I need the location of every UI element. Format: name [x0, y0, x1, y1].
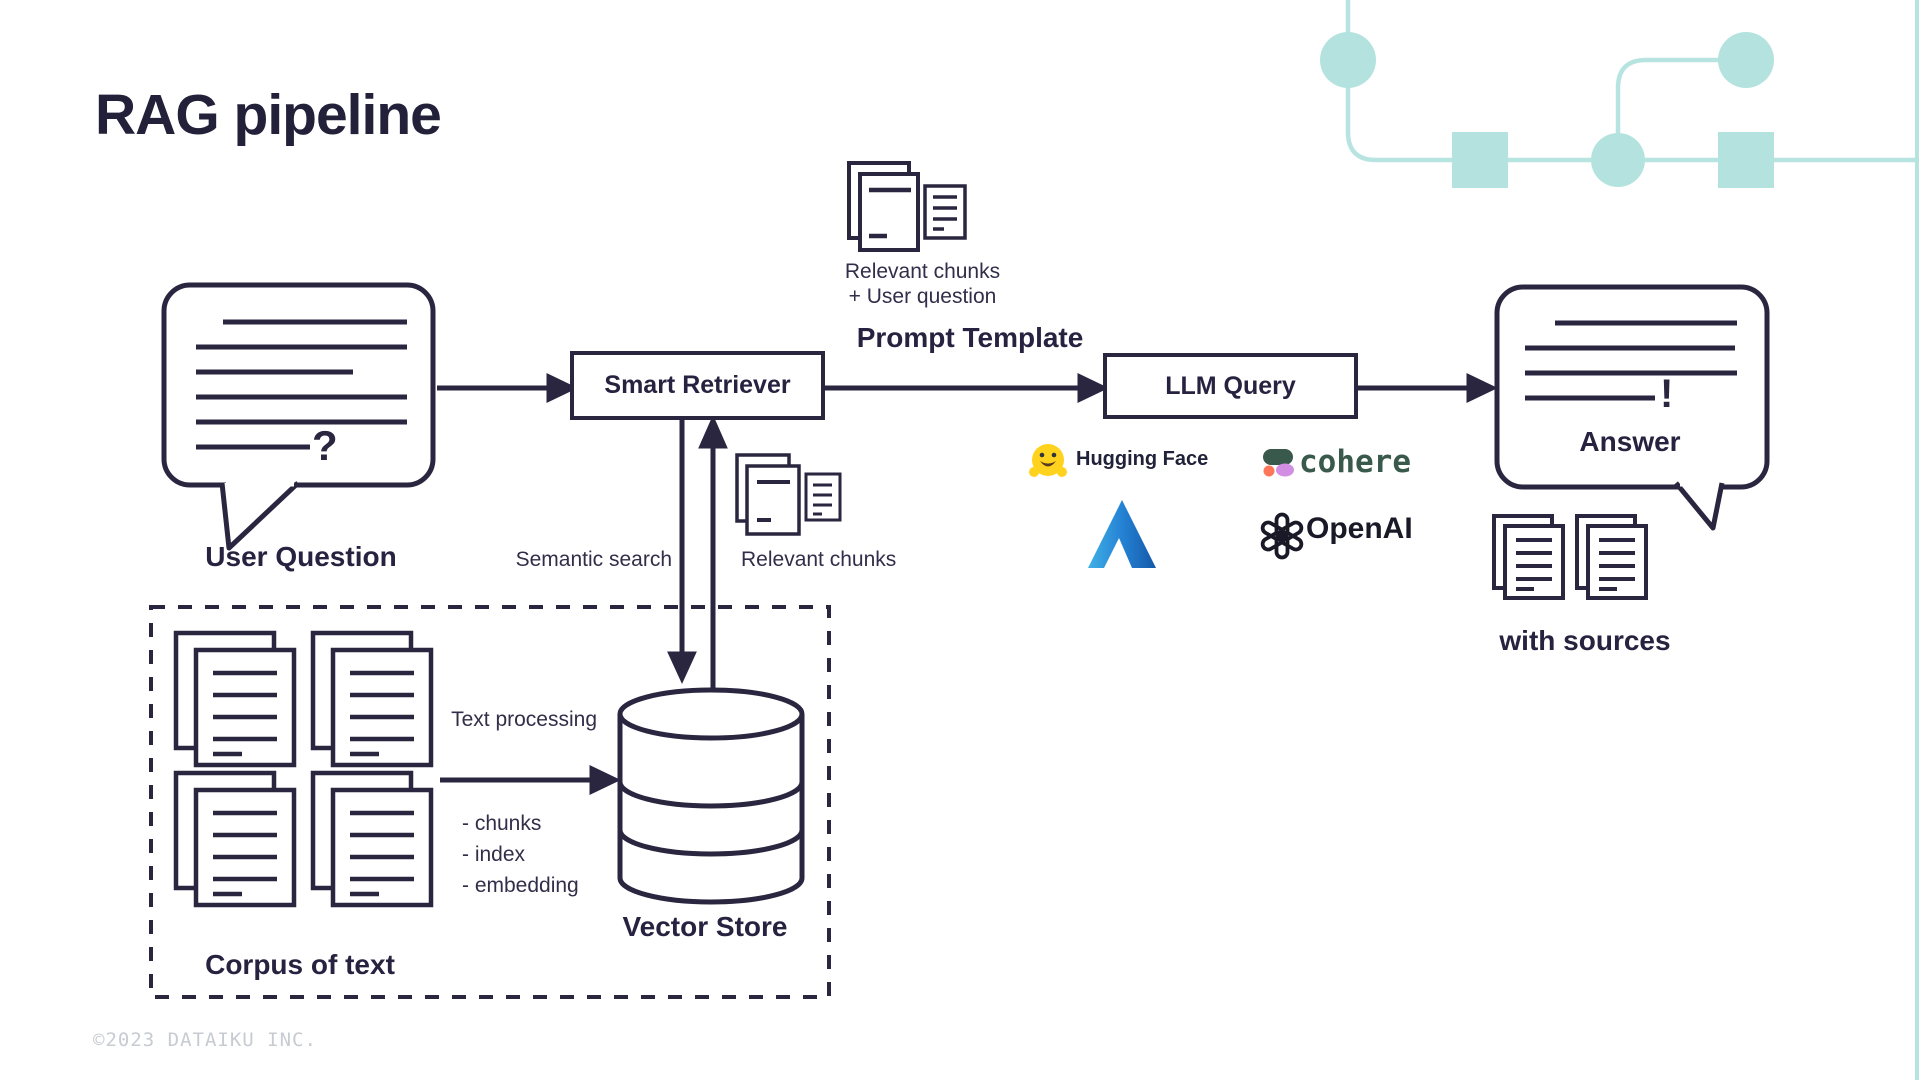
- corpus-of-text-label: Corpus of text: [205, 949, 395, 980]
- azure-logo-icon: [1088, 500, 1156, 568]
- smart-retriever-node: Smart Retriever: [570, 351, 825, 420]
- processing-step-index: - index: [462, 843, 526, 866]
- flow-arrows: [437, 373, 1498, 795]
- with-sources-icon: [1492, 514, 1648, 600]
- decor-square: [1718, 132, 1774, 188]
- speech-tail: [219, 481, 300, 551]
- openai-logo-icon: [1260, 512, 1304, 560]
- smart-retriever-label: Smart Retriever: [604, 371, 791, 399]
- answer-label: Answer: [1579, 426, 1681, 457]
- cohere-label: cohere: [1299, 444, 1411, 480]
- hugging-face-label: Hugging Face: [1076, 448, 1209, 470]
- answer-bubble: [1494, 284, 1770, 531]
- arrowhead: [546, 373, 578, 403]
- user-question-bubble: [161, 282, 436, 551]
- semantic-search-label: Semantic search: [515, 548, 672, 571]
- relevant-chunks-icon: [735, 453, 842, 536]
- decor-circle: [1591, 133, 1645, 187]
- user-question-label: User Question: [205, 541, 397, 572]
- cohere-logo-icon: [1263, 449, 1294, 477]
- corpus-documents-icon: [176, 633, 431, 905]
- relevant-chunks-user-question-label-line2: + User question: [848, 285, 997, 308]
- page-title: RAG pipeline: [95, 83, 442, 147]
- with-sources-label: with sources: [1499, 625, 1671, 656]
- arrowhead: [1466, 373, 1498, 403]
- vector-store-label: Vector Store: [622, 911, 788, 942]
- llm-query-label: LLM Query: [1165, 371, 1296, 400]
- decorative-flow-graphic: [1320, 0, 1919, 1080]
- copyright-notice: ©2023 DATAIKU INC.: [93, 1029, 317, 1051]
- text-processing-label: Text processing: [451, 708, 597, 731]
- relevant-chunks-user-question-icon: [847, 161, 967, 252]
- processing-step-embedding: - embedding: [462, 874, 579, 897]
- corpus-dashed-box: [149, 605, 831, 999]
- exclamation-mark-glyph: !: [1660, 372, 1674, 416]
- speech-tail: [1674, 481, 1725, 531]
- processing-step-chunks: - chunks: [462, 812, 542, 835]
- relevant-chunks-label: Relevant chunks: [741, 548, 897, 571]
- vector-store-icon: [617, 687, 805, 905]
- question-mark-glyph: ?: [312, 422, 338, 469]
- hugging-face-logo-icon: [1029, 444, 1067, 477]
- prompt-template-label: Prompt Template: [856, 322, 1084, 353]
- arrowhead: [1077, 373, 1109, 403]
- arrowhead-up: [698, 414, 728, 449]
- arrowhead-down: [667, 651, 697, 685]
- openai-label: OpenAI: [1306, 512, 1413, 545]
- decor-circle: [1718, 32, 1774, 88]
- decor-circle: [1320, 32, 1376, 88]
- decor-square: [1452, 132, 1508, 188]
- arrowhead: [589, 765, 621, 795]
- llm-query-node: LLM Query: [1103, 353, 1358, 419]
- relevant-chunks-user-question-label-line1: Relevant chunks: [844, 260, 1001, 283]
